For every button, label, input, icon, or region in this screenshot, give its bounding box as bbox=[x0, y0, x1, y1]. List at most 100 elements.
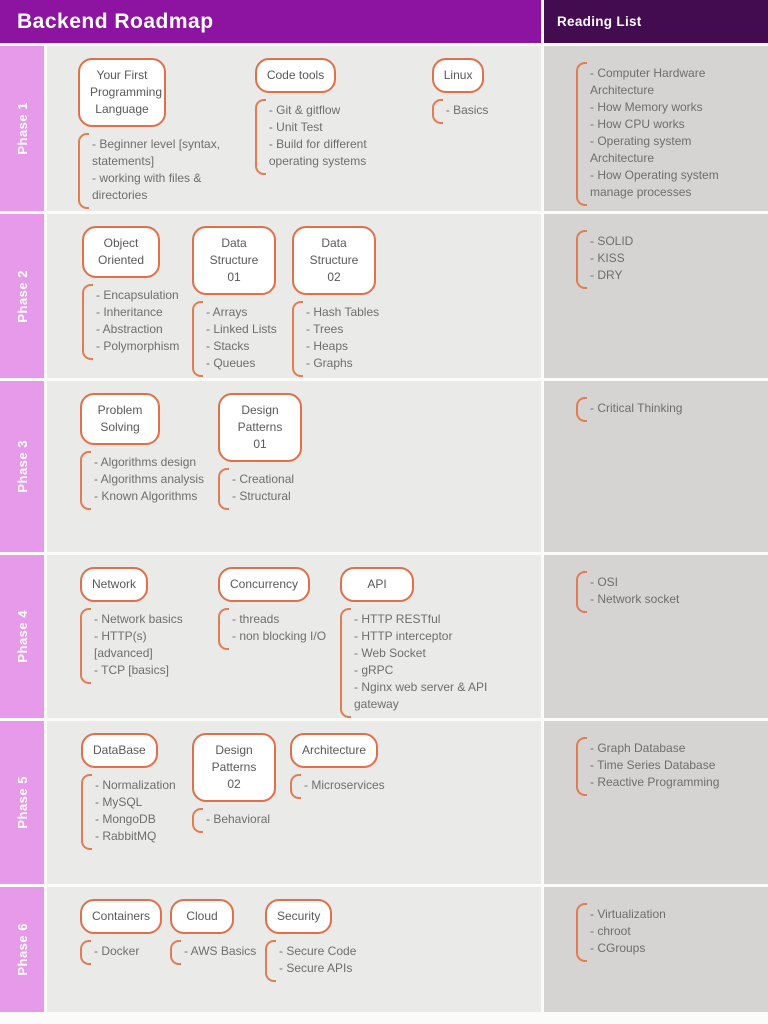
phase-label-text: Phase 2 bbox=[14, 269, 30, 323]
topic-box: Your First Programming Language bbox=[78, 58, 166, 127]
topic-box: Design Patterns 01 bbox=[218, 393, 302, 462]
topic-items: - Docker bbox=[80, 940, 165, 965]
phase-6-topics: Containers - Docker Cloud - AWS Basics S… bbox=[47, 887, 541, 1012]
phase-3-topics: Problem Solving - Algorithms design - Al… bbox=[47, 381, 541, 552]
reading-items: - Critical Thinking bbox=[576, 397, 748, 422]
page-title: Backend Roadmap bbox=[0, 0, 541, 43]
topic-column: Object Oriented - Encapsulation - Inheri… bbox=[82, 226, 182, 360]
reading-list-title: Reading List bbox=[544, 0, 768, 43]
reading-items: - Virtualization - chroot - CGroups bbox=[576, 903, 748, 962]
topic-box: Design Patterns 02 bbox=[192, 733, 276, 802]
topic-column: DataBase - Normalization - MySQL - Mongo… bbox=[81, 733, 186, 850]
topic-title: Security bbox=[277, 909, 321, 923]
topic-title: Data Structure 02 bbox=[309, 236, 359, 284]
topic-box: Data Structure 02 bbox=[292, 226, 376, 295]
topic-items: - HTTP RESTful - HTTP interceptor - Web … bbox=[340, 608, 515, 718]
topic-items: - Normalization - MySQL - MongoDB - Rabb… bbox=[81, 774, 186, 850]
phase-row-5: Phase 5 DataBase - Normalization - MySQL… bbox=[0, 721, 768, 884]
topic-box: Data Structure 01 bbox=[192, 226, 276, 295]
topic-title: Design Patterns 02 bbox=[211, 743, 257, 791]
topic-items: - Hash Tables - Trees - Heaps - Graphs bbox=[292, 301, 412, 377]
topic-column: Code tools - Git & gitflow - Unit Test -… bbox=[254, 58, 414, 175]
topic-box: Architecture bbox=[290, 733, 379, 768]
phase-label-2: Phase 2 bbox=[0, 214, 44, 378]
phase-label-text: Phase 5 bbox=[14, 776, 30, 829]
topic-box: Security bbox=[265, 899, 333, 934]
phase-row-1: Phase 1 Your First Programming Language … bbox=[0, 46, 768, 211]
topic-title: Network bbox=[92, 577, 137, 591]
topic-items: - Basics bbox=[431, 99, 541, 124]
topic-column: Security - Secure Code - Secure APIs bbox=[265, 899, 395, 982]
topic-column: Design Patterns 01 - Creational - Struct… bbox=[218, 393, 358, 510]
topic-items: - Microservices bbox=[290, 774, 430, 799]
topic-column: Containers - Docker bbox=[80, 899, 165, 965]
topic-items: - Behavioral bbox=[192, 808, 287, 833]
topic-title: Code tools bbox=[266, 68, 325, 82]
phase-label-text: Phase 6 bbox=[14, 923, 30, 976]
reading-list-phase-4: - OSI - Network socket bbox=[544, 555, 768, 718]
topic-box: Problem Solving bbox=[80, 393, 160, 445]
topic-title: Design Patterns 01 bbox=[237, 403, 283, 451]
topic-column: API - HTTP RESTful - HTTP interceptor - … bbox=[340, 567, 515, 718]
topic-column: Linux - Basics bbox=[431, 58, 541, 124]
topic-column: Problem Solving - Algorithms design - Al… bbox=[80, 393, 210, 510]
reading-items: - Computer Hardware Architecture - How M… bbox=[576, 62, 748, 206]
topic-column: Architecture - Microservices bbox=[290, 733, 430, 799]
phase-2-topics: Object Oriented - Encapsulation - Inheri… bbox=[47, 214, 541, 378]
topic-box: Containers bbox=[80, 899, 163, 934]
reading-items: - OSI - Network socket bbox=[576, 571, 748, 613]
topic-title: DataBase bbox=[93, 743, 146, 757]
phase-5-topics: DataBase - Normalization - MySQL - Mongo… bbox=[47, 721, 541, 884]
reading-list-phase-3: - Critical Thinking bbox=[544, 381, 768, 552]
topic-items: - Git & gitflow - Unit Test - Build for … bbox=[254, 99, 414, 175]
topic-items: - threads - non blocking I/O bbox=[218, 608, 333, 650]
topic-title: Linux bbox=[443, 68, 473, 82]
topic-column: Cloud - AWS Basics bbox=[170, 899, 260, 965]
topic-title: Data Structure 01 bbox=[209, 236, 259, 284]
phase-label-6: Phase 6 bbox=[0, 887, 44, 1012]
reading-items: - SOLID - KISS - DRY bbox=[576, 230, 748, 289]
topic-items: - Encapsulation - Inheritance - Abstract… bbox=[82, 284, 182, 360]
topic-box: DataBase bbox=[81, 733, 158, 768]
topic-box: Linux bbox=[431, 58, 485, 93]
topic-box: Concurrency bbox=[218, 567, 311, 602]
phase-row-4: Phase 4 Network - Network basics - HTTP(… bbox=[0, 555, 768, 718]
reading-list-phase-1: - Computer Hardware Architecture - How M… bbox=[544, 46, 768, 211]
topic-items: - Secure Code - Secure APIs bbox=[265, 940, 395, 982]
phase-label-text: Phase 4 bbox=[14, 610, 30, 663]
header: Backend Roadmap Reading List bbox=[0, 0, 768, 43]
phase-label-text: Phase 3 bbox=[14, 440, 30, 493]
topic-items: - Algorithms design - Algorithms analysi… bbox=[80, 451, 210, 510]
phase-label-3: Phase 3 bbox=[0, 381, 44, 552]
topic-items: - Creational - Structural bbox=[218, 468, 358, 510]
topic-title: Problem Solving bbox=[97, 403, 143, 434]
topic-box: Network bbox=[80, 567, 149, 602]
phase-label-4: Phase 4 bbox=[0, 555, 44, 718]
reading-list-phase-5: - Graph Database - Time Series Database … bbox=[544, 721, 768, 884]
topic-title: Your First Programming Language bbox=[90, 68, 163, 116]
topic-column: Data Structure 02 - Hash Tables - Trees … bbox=[292, 226, 412, 377]
phase-4-topics: Network - Network basics - HTTP(s) [adva… bbox=[47, 555, 541, 718]
topic-items: - AWS Basics bbox=[170, 940, 260, 965]
topic-items: - Network basics - HTTP(s) [advanced] - … bbox=[80, 608, 208, 684]
phase-label-5: Phase 5 bbox=[0, 721, 44, 884]
topic-column: Data Structure 01 - Arrays - Linked List… bbox=[192, 226, 282, 377]
topic-items: - Beginner level [syntax, statements] - … bbox=[78, 133, 247, 209]
phase-row-2: Phase 2 Object Oriented - Encapsulation … bbox=[0, 214, 768, 378]
topic-column: Design Patterns 02 - Behavioral bbox=[192, 733, 287, 833]
phase-row-6: Phase 6 Containers - Docker Cloud - AWS … bbox=[0, 887, 768, 1012]
topic-column: Concurrency - threads - non blocking I/O bbox=[218, 567, 333, 650]
topic-column: Your First Programming Language - Beginn… bbox=[78, 58, 247, 209]
reading-list-phase-6: - Virtualization - chroot - CGroups bbox=[544, 887, 768, 1012]
topic-title: Object Oriented bbox=[97, 236, 145, 267]
phase-label-text: Phase 1 bbox=[14, 102, 30, 155]
topic-box: API bbox=[340, 567, 414, 602]
reading-list-phase-2: - SOLID - KISS - DRY bbox=[544, 214, 768, 378]
topic-box: Object Oriented bbox=[82, 226, 160, 278]
phase-label-1: Phase 1 bbox=[0, 46, 44, 211]
topic-title: API bbox=[367, 577, 387, 591]
phase-row-3: Phase 3 Problem Solving - Algorithms des… bbox=[0, 381, 768, 552]
topic-title: Concurrency bbox=[230, 577, 299, 591]
topic-items: - Arrays - Linked Lists - Stacks - Queue… bbox=[192, 301, 282, 377]
